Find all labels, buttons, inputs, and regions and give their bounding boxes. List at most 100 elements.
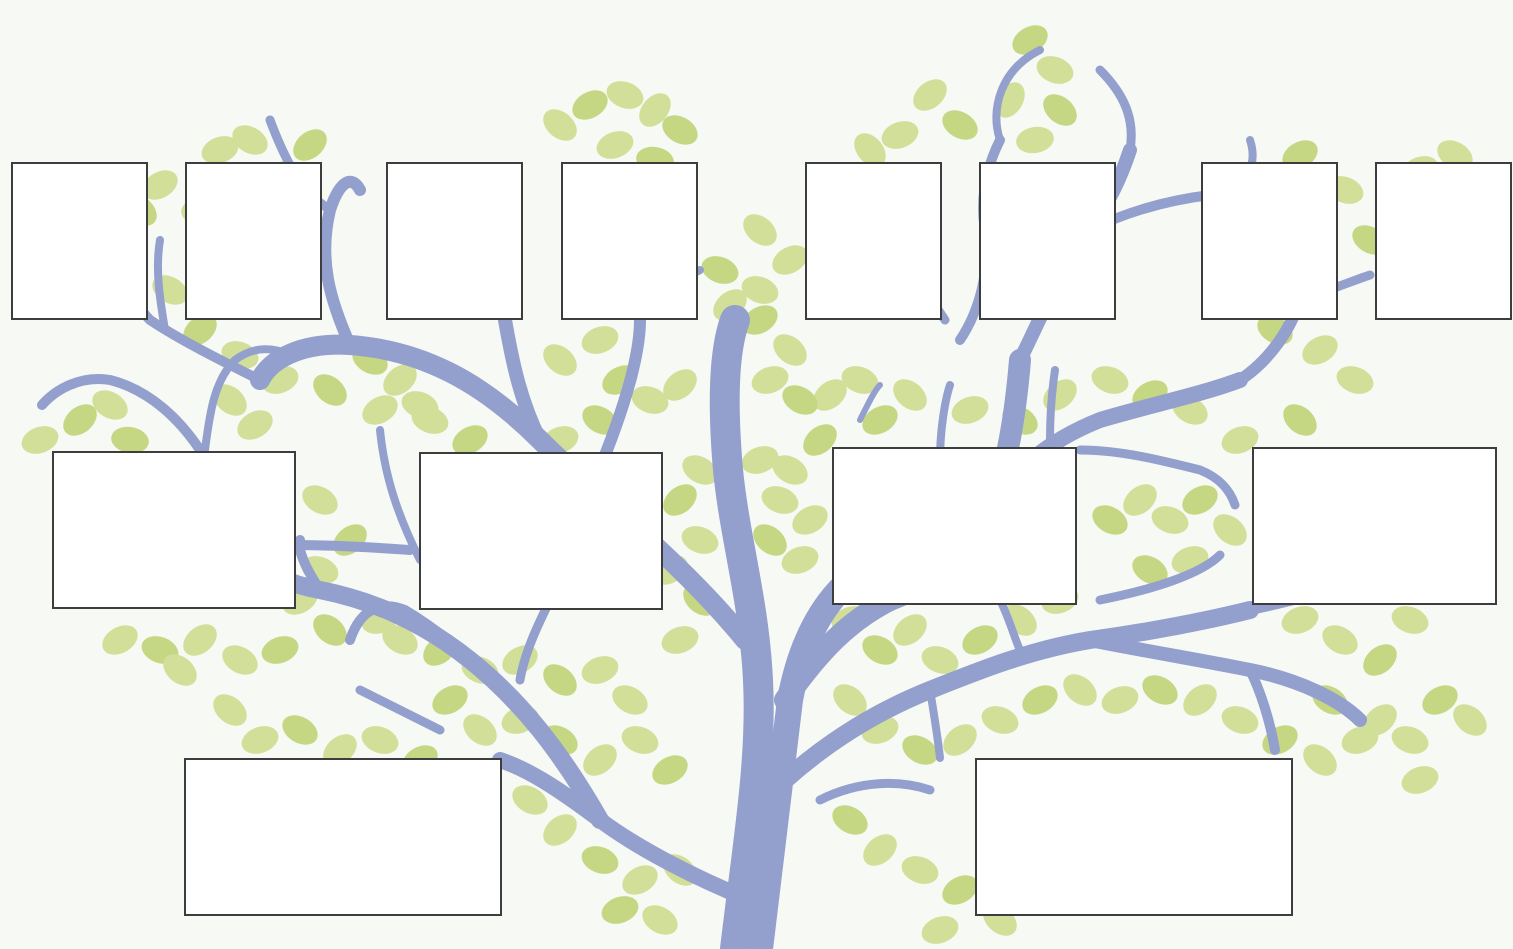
leaf-shape xyxy=(578,321,623,358)
leaf-shape xyxy=(1177,678,1223,722)
gen3-box-2[interactable] xyxy=(975,758,1293,916)
leaf-shape xyxy=(758,481,803,518)
leaf-shape xyxy=(1388,721,1433,758)
gen1-box-5[interactable] xyxy=(805,162,942,320)
leaf-shape xyxy=(767,328,813,372)
leaf-shape xyxy=(637,899,683,941)
leaf-shape xyxy=(578,841,623,878)
gen1-box-6[interactable] xyxy=(979,162,1116,320)
leaf-shape xyxy=(457,708,503,752)
gen2-box-4-text xyxy=(1254,449,1495,461)
gen1-box-7[interactable] xyxy=(1201,162,1338,320)
leaf-shape xyxy=(1333,361,1378,398)
gen1-box-1-text xyxy=(13,164,146,176)
gen1-box-2[interactable] xyxy=(185,162,322,320)
leaf-shape xyxy=(658,621,703,658)
leaf-shape xyxy=(537,338,583,382)
leaf-shape xyxy=(618,721,663,758)
leaf-shape xyxy=(647,749,693,791)
leaf-shape xyxy=(537,658,583,702)
gen2-box-1[interactable] xyxy=(52,451,296,609)
gen1-box-2-text xyxy=(187,164,320,176)
leaf-shape xyxy=(207,688,253,732)
leaf-shape xyxy=(537,808,583,852)
gen3-box-1-text xyxy=(186,760,500,772)
leaf-shape xyxy=(1277,398,1323,442)
gen1-box-4-text xyxy=(563,164,696,176)
tree-branch xyxy=(1100,70,1131,150)
leaf-shape xyxy=(307,368,353,412)
gen1-box-8[interactable] xyxy=(1375,162,1512,320)
leaf-shape xyxy=(1037,373,1083,417)
leaf-shape xyxy=(1098,681,1143,718)
leaf-shape xyxy=(857,828,903,872)
leaf-shape xyxy=(607,679,653,721)
leaf-shape xyxy=(898,851,943,888)
leaf-shape xyxy=(857,399,903,441)
gen3-box-1[interactable] xyxy=(184,758,502,916)
gen1-box-7-text xyxy=(1203,164,1336,176)
leaf-shape xyxy=(937,718,983,762)
leaf-shape xyxy=(1017,679,1063,721)
leaf-shape xyxy=(603,76,648,113)
leaf-shape xyxy=(258,631,303,668)
tree-branch xyxy=(820,783,930,800)
gen1-box-5-text xyxy=(807,164,940,176)
gen3-box-2-text xyxy=(977,760,1291,772)
leaf-shape xyxy=(327,518,373,562)
leaf-shape xyxy=(1033,51,1078,88)
tree-branch xyxy=(380,430,420,560)
leaf-shape xyxy=(297,479,343,521)
leaf-shape xyxy=(1257,719,1303,761)
tree-branch xyxy=(296,545,410,550)
leaf-shape xyxy=(698,251,743,288)
leaf-shape xyxy=(177,618,223,662)
tree-branch xyxy=(360,690,440,730)
gen1-box-6-text xyxy=(981,164,1114,176)
gen1-box-3[interactable] xyxy=(386,162,523,320)
leaf-shape xyxy=(307,608,353,652)
leaf-shape xyxy=(593,126,638,163)
leaf-shape xyxy=(598,891,643,928)
leaf-shape xyxy=(617,859,663,901)
leaf-shape xyxy=(1088,361,1133,398)
leaf-shape xyxy=(1137,669,1183,711)
gen1-box-3-text xyxy=(388,164,521,176)
leaf-shape xyxy=(1207,508,1253,552)
gen2-box-4[interactable] xyxy=(1252,447,1497,605)
leaf-shape xyxy=(567,84,613,126)
gen2-box-3[interactable] xyxy=(832,447,1077,605)
gen1-box-1[interactable] xyxy=(11,162,148,320)
leaf-shape xyxy=(657,478,703,522)
leaf-shape xyxy=(878,116,923,153)
leaf-shape xyxy=(918,911,963,948)
leaf-shape xyxy=(1388,601,1433,638)
leaf-shape xyxy=(1297,738,1343,782)
gen1-box-4[interactable] xyxy=(561,162,698,320)
gen1-box-8-text xyxy=(1377,164,1510,176)
leaf-shape xyxy=(978,701,1023,738)
leaf-shape xyxy=(957,619,1003,661)
leaf-shape xyxy=(217,639,263,681)
leaf-shape xyxy=(948,391,993,428)
leaf-shape xyxy=(1297,329,1343,371)
leaf-shape xyxy=(737,208,783,252)
leaf-shape xyxy=(827,799,873,841)
gen2-box-2[interactable] xyxy=(419,452,663,610)
gen2-box-2-text xyxy=(421,454,661,466)
tree-branch xyxy=(1050,370,1055,440)
leaf-shape xyxy=(1037,88,1083,132)
leaf-shape xyxy=(577,738,623,782)
leaf-shape xyxy=(678,521,723,558)
leaf-shape xyxy=(427,679,473,721)
gen2-box-3-text xyxy=(834,449,1075,461)
leaf-shape xyxy=(1357,638,1403,682)
leaf-shape xyxy=(1014,124,1056,156)
leaf-shape xyxy=(358,721,403,758)
leaf-shape xyxy=(1317,619,1363,661)
gen2-box-1-text xyxy=(54,453,294,465)
leaf-shape xyxy=(238,721,283,758)
leaf-shape xyxy=(937,104,983,146)
leaf-shape xyxy=(1057,668,1103,712)
